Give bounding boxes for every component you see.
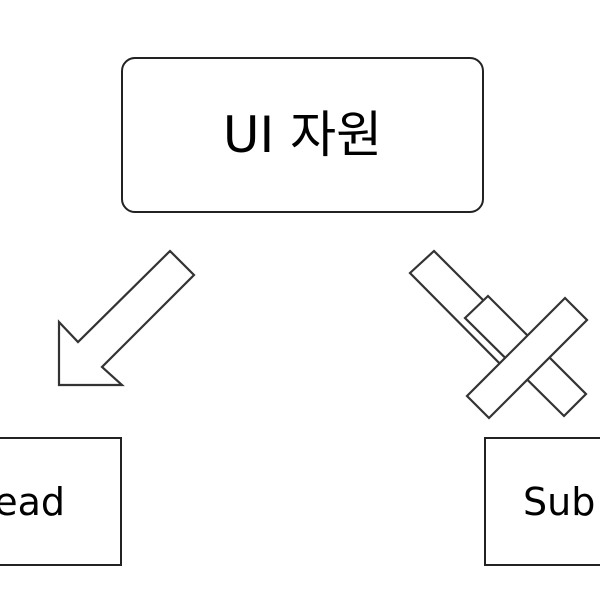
left-arrow-icon bbox=[57, 249, 196, 387]
sub-label: Sub bbox=[523, 479, 596, 524]
sub-node: Sub bbox=[484, 437, 600, 566]
thread-label: ead bbox=[0, 479, 65, 524]
blocked-x-stroke-up-icon bbox=[465, 296, 589, 420]
ui-resource-label: UI 자원 bbox=[222, 106, 383, 164]
blocked-x-stroke-down-icon bbox=[463, 294, 588, 418]
thread-node: ead bbox=[0, 437, 122, 566]
right-arrow-shaft bbox=[408, 249, 537, 378]
ui-resource-node: UI 자원 bbox=[121, 57, 484, 213]
